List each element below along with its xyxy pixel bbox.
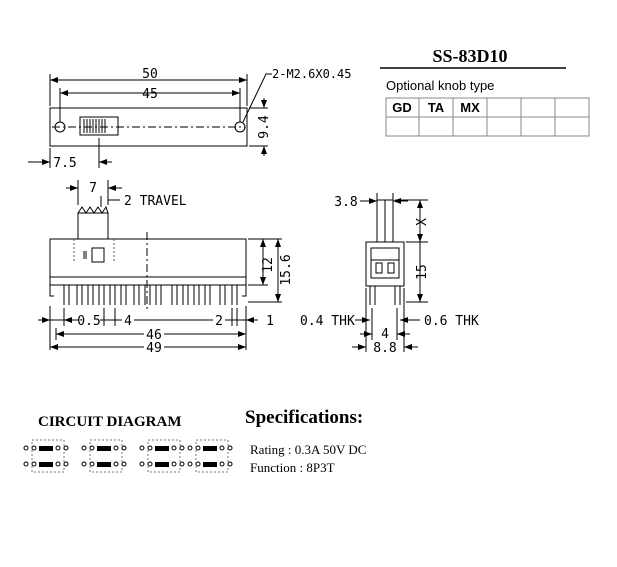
spec-rating: Rating : 0.3A 50V DC: [250, 442, 366, 457]
knob-table: GD TA MX: [385, 97, 590, 137]
knob-cell-ta: TA: [428, 100, 445, 115]
dim-slider-offset: 7.5: [53, 156, 76, 171]
dim-body-width: 8.8: [373, 341, 396, 356]
dim-pin-span: 46: [146, 328, 162, 343]
circuit-group-3: [139, 439, 185, 473]
side-view: 3.8 X 15 0.4 THK 0.6 THK 4 8.8: [300, 193, 479, 356]
dim-thk-left: 0.4 THK: [300, 314, 355, 329]
circuit-group-2: [81, 439, 127, 473]
circuit-diagram: [23, 439, 233, 473]
knob-cell-gd: GD: [392, 100, 412, 115]
dim-actuator-thickness: 3.8: [334, 195, 357, 210]
front-view: 7 2 TRAVEL 12 15.6 0.5 4 2 1: [38, 180, 294, 356]
dim-travel: 2 TRAVEL: [124, 194, 187, 209]
dim-side-height: 15: [415, 264, 430, 280]
dim-mount-screws: 2-M2.6X0.45: [272, 67, 351, 81]
circuit-group-1: [23, 439, 69, 473]
dim-pin-pitch: 2: [215, 314, 223, 329]
dim-pin-offset: 0.5: [77, 314, 100, 329]
knob-caption: Optional knob type: [386, 78, 494, 93]
specifications-title: Specifications:: [245, 407, 363, 428]
dim-actuator-height: X: [415, 218, 430, 226]
dim-thk-right: 0.6 THK: [424, 314, 479, 329]
dim-overall-width: 50: [142, 67, 158, 82]
dim-body-height: 12: [261, 257, 276, 273]
spec-function: Function : 8P3T: [250, 460, 335, 475]
top-view: 50 45 2-M2.6X0.45 9.4 7.5: [28, 67, 351, 171]
dim-hole-spacing: 45: [142, 87, 158, 102]
dim-leg-spacing: 4: [381, 327, 389, 342]
dim-pin-pitch-group: 4: [124, 314, 132, 329]
circuit-group-4: [187, 439, 233, 473]
dim-actuator-width: 7: [89, 181, 97, 196]
dim-overall-length: 49: [146, 341, 162, 356]
circuit-diagram-title: CIRCUIT DIAGRAM: [38, 414, 181, 430]
part-number-title: SS-83D10: [432, 46, 507, 66]
knob-cell-mx: MX: [460, 100, 480, 115]
dim-edge-gap: 1: [266, 314, 274, 329]
dim-total-height: 15.6: [279, 254, 294, 285]
dim-body-depth: 9.4: [257, 115, 272, 139]
